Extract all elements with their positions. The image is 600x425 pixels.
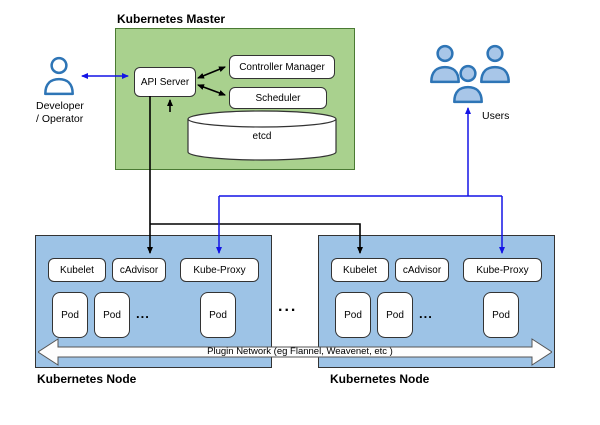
user-icon [453, 64, 483, 104]
developer-icon [44, 56, 74, 96]
api-server-box: API Server [134, 67, 196, 97]
user-icon [430, 44, 460, 84]
pod-box: Pod [200, 292, 236, 338]
master-box: API Server Controller Manager Scheduler [115, 28, 355, 170]
users-label: Users [482, 110, 510, 122]
kube-proxy-box: Kube-Proxy [180, 258, 259, 282]
kubelet-box: Kubelet [331, 258, 389, 282]
between-nodes-ellipsis: ... [278, 298, 298, 315]
plugin-network-label: Plugin Network (eg Flannel, Weavenet, et… [207, 346, 393, 357]
node-title: Kubernetes Node [330, 372, 430, 386]
scheduler-box: Scheduler [229, 87, 327, 109]
kube-proxy-box: Kube-Proxy [463, 258, 542, 282]
pod-box: Pod [52, 292, 88, 338]
node-box: Kubelet cAdvisor Kube-Proxy Pod Pod ... … [318, 235, 555, 368]
pod-box: Pod [377, 292, 413, 338]
cadvisor-box: cAdvisor [395, 258, 449, 282]
pods-ellipsis: ... [419, 306, 433, 321]
kubelet-box: Kubelet [48, 258, 106, 282]
master-title: Kubernetes Master [117, 12, 226, 26]
pod-box: Pod [94, 292, 130, 338]
pods-ellipsis: ... [136, 306, 150, 321]
plugin-network-arrow [38, 338, 552, 366]
cadvisor-box: cAdvisor [112, 258, 166, 282]
etcd-cylinder: etcd [186, 110, 338, 162]
node-box: Kubelet cAdvisor Kube-Proxy Pod Pod ... … [35, 235, 272, 368]
controller-manager-box: Controller Manager [229, 55, 335, 79]
developer-label-line2: / Operator [36, 113, 84, 126]
user-icon [480, 44, 510, 84]
developer-label: Developer / Operator [36, 100, 84, 126]
developer-label-line1: Developer [36, 100, 84, 112]
etcd-cylinder-shape [187, 110, 337, 161]
pod-box: Pod [483, 292, 519, 338]
node-title: Kubernetes Node [37, 372, 137, 386]
pod-box: Pod [335, 292, 371, 338]
etcd-label: etcd [252, 131, 272, 142]
